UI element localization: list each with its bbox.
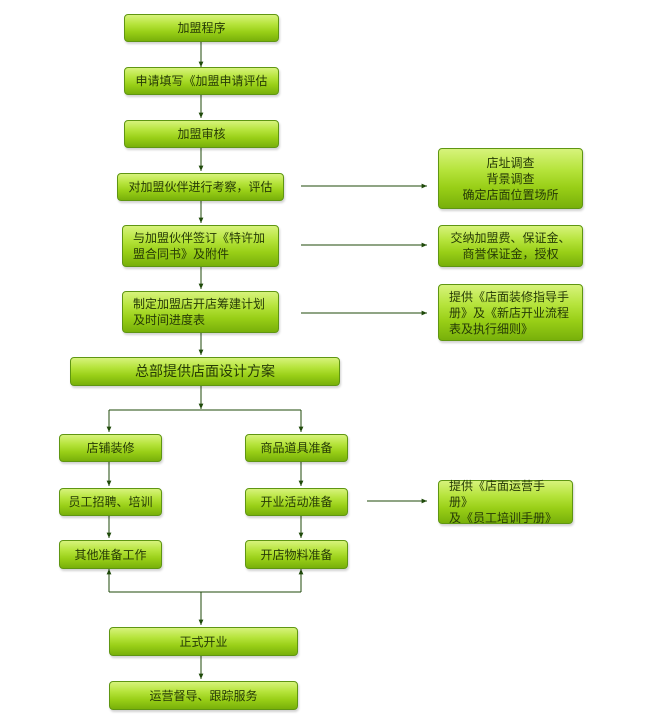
- step-sign-contract: 与加盟伙伴签订《特许加 盟合同书》及附件: [122, 225, 279, 267]
- step-goods-prep: 商品道具准备: [245, 434, 348, 462]
- note-fees-authorization: 交纳加盟费、保证金、 商誉保证金，授权: [438, 225, 583, 267]
- step-renovation: 店铺装修: [59, 434, 162, 462]
- step-other-prep: 其他准备工作: [59, 540, 162, 569]
- step-application: 申请填写《加盟申请评估: [124, 67, 279, 95]
- note-renovation-manuals: 提供《店面装修指导手 册》及《新店开业流程 表及执行细则》: [438, 284, 583, 341]
- step-review: 加盟审核: [124, 120, 279, 148]
- step-join-program: 加盟程序: [124, 14, 279, 42]
- note-site-survey: 店址调查 背景调查 确定店面位置场所: [438, 148, 583, 209]
- step-materials-prep: 开店物料准备: [245, 540, 348, 569]
- step-inspection: 对加盟伙伴进行考察，评估: [117, 173, 284, 201]
- step-recruit-train: 员工招聘、培训: [59, 488, 162, 516]
- step-grand-opening: 正式开业: [109, 627, 298, 656]
- step-operation-support: 运营督导、跟踪服务: [109, 681, 298, 710]
- step-opening-event: 开业活动准备: [245, 488, 348, 516]
- step-plan-schedule: 制定加盟店开店筹建计划 及时间进度表: [122, 291, 279, 333]
- step-store-design: 总部提供店面设计方案: [70, 357, 340, 386]
- note-operation-manuals: 提供《店面运营手册》 及《员工培训手册》: [438, 479, 573, 525]
